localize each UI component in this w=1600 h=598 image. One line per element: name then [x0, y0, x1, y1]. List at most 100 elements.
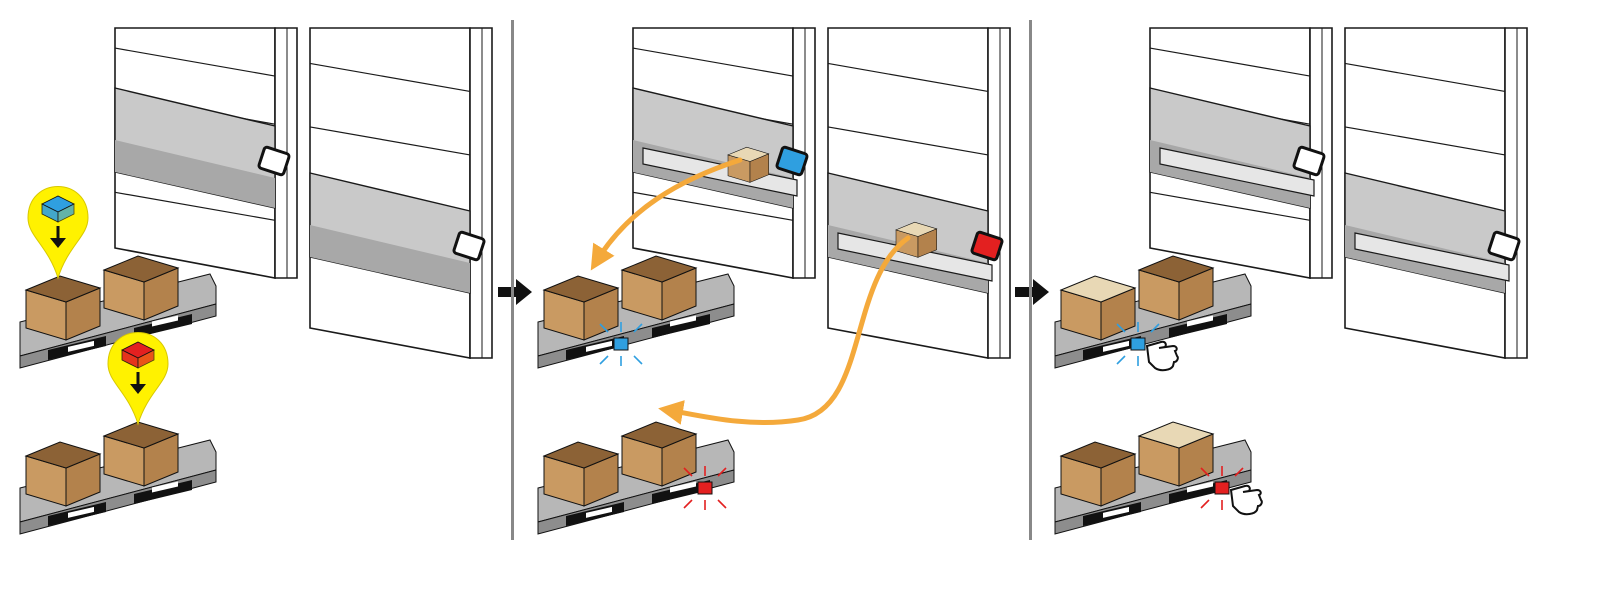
box-right — [620, 255, 698, 321]
lamp-icon — [1130, 337, 1146, 351]
lamp-icon — [1214, 481, 1230, 495]
display-window — [670, 481, 696, 493]
panel-step-3 — [1054, 27, 1528, 535]
display-window — [1103, 506, 1129, 518]
display-window — [586, 506, 612, 518]
box-top — [620, 255, 698, 283]
lamp-ray — [599, 355, 609, 365]
lamp-ray — [1234, 467, 1244, 477]
display-window — [152, 481, 178, 493]
shelf-line — [827, 126, 989, 156]
shelf-line — [114, 47, 276, 77]
display-window — [152, 315, 178, 327]
display-window — [1187, 481, 1213, 493]
shelf-line — [114, 191, 276, 221]
box-right — [102, 255, 180, 321]
cabinet-indicator-icon — [775, 145, 809, 177]
shelf-line — [1344, 62, 1506, 93]
lamp-ray — [1150, 323, 1160, 333]
shelf-line — [1149, 47, 1311, 77]
panel-divider-2 — [1029, 20, 1032, 540]
lamp-icon — [697, 481, 713, 495]
tray-item-1 — [727, 146, 770, 183]
display-window — [68, 506, 94, 518]
box-left — [542, 441, 620, 507]
box-top — [895, 221, 938, 237]
cabinet-indicator-icon — [1487, 230, 1521, 262]
cabinet-column — [469, 27, 493, 359]
box-top — [102, 421, 180, 449]
box-top — [542, 441, 620, 469]
arrow-right-shape — [498, 279, 532, 305]
cabinet-2 — [309, 27, 493, 359]
shelf-line — [632, 47, 794, 77]
box-right — [102, 421, 180, 487]
hand-shape — [1145, 340, 1179, 372]
tray — [1354, 232, 1510, 282]
box-top — [542, 275, 620, 303]
cabinet-1 — [114, 27, 298, 279]
panel-step-2 — [537, 27, 1011, 535]
lamp-ray — [717, 467, 727, 477]
tray-item-2 — [895, 221, 938, 258]
box-top — [24, 275, 102, 303]
box-top — [727, 146, 770, 162]
lamp-ray — [633, 323, 643, 333]
display-window — [586, 340, 612, 352]
shelf-line — [1344, 126, 1506, 156]
box-left — [542, 275, 620, 341]
cabinet-indicator-icon — [257, 145, 291, 177]
box-right — [1137, 255, 1215, 321]
box-top — [620, 421, 698, 449]
cabinet-2 — [1344, 27, 1528, 359]
lamp-ray — [633, 355, 643, 365]
shelf-line — [827, 62, 989, 93]
shelf-line — [1149, 191, 1311, 221]
upper-conveyor — [537, 255, 735, 369]
pointing-hand-icon — [1229, 484, 1263, 516]
cabinet-1 — [632, 27, 816, 279]
box-top — [1059, 441, 1137, 469]
box-top — [24, 441, 102, 469]
hand-shape — [1229, 484, 1263, 516]
tray — [837, 232, 993, 282]
shelf-line — [309, 62, 471, 93]
lamp-ray — [683, 499, 693, 509]
tray — [1159, 147, 1315, 197]
display-window — [1103, 340, 1129, 352]
box-top — [1137, 421, 1215, 449]
arrow-right-icon-2 — [1015, 279, 1049, 305]
lower-conveyor — [537, 421, 735, 535]
lamp-ray — [1116, 355, 1126, 365]
pin-blue-icon — [27, 186, 89, 280]
panel-step-1 — [19, 27, 493, 535]
pointing-hand-icon — [1145, 340, 1179, 372]
lower-conveyor — [19, 421, 217, 535]
panel-divider-1 — [511, 20, 514, 540]
pin-item-side — [57, 203, 75, 223]
lamp-ray — [1200, 499, 1210, 509]
lamp-ray — [1116, 323, 1126, 333]
lower-conveyor — [1054, 421, 1263, 535]
arrow-right-icon-1 — [498, 279, 532, 305]
box-right — [1137, 421, 1215, 487]
lamp-icon — [613, 337, 629, 351]
upper-conveyor — [19, 255, 217, 369]
cabinet-2 — [827, 27, 1011, 359]
flow-arrow-to-lower-box — [658, 235, 911, 426]
lamp-ray — [717, 499, 727, 509]
display-window — [1187, 315, 1213, 327]
pin-arrow-down-icon — [130, 384, 146, 394]
opening-floor — [115, 140, 275, 208]
cabinet-column — [987, 27, 1011, 359]
lamp-ray — [683, 467, 693, 477]
flow-arrow-to-upper-box — [590, 157, 743, 271]
box-left — [24, 275, 102, 341]
lamp-ray — [599, 323, 609, 333]
box-left — [1059, 275, 1137, 341]
box-left — [24, 441, 102, 507]
pin-arrow-down-icon — [50, 238, 66, 248]
cabinet-indicator-icon — [452, 230, 486, 262]
